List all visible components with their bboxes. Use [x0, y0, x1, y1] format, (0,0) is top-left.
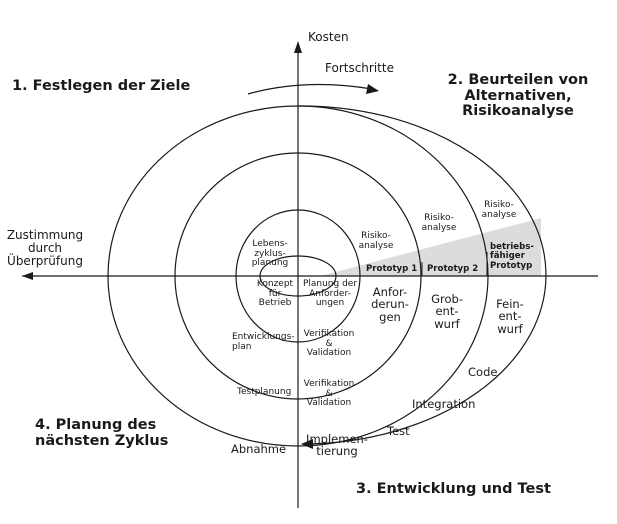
- spiral-outer-arrowhead: [301, 439, 313, 449]
- detailed-design-label: Fein- ent- wurf: [496, 297, 524, 336]
- test-planning-label: Testplanung: [237, 387, 292, 397]
- spiral-ring-2: [235, 209, 361, 343]
- progress-arrowhead: [366, 84, 379, 94]
- lifecycle-planning-label: Lebens- zyklus- planung: [251, 239, 289, 269]
- risk-wedge: [320, 218, 541, 276]
- integration-label: Integration: [412, 397, 476, 411]
- axis-label-approval: Zustimmung durch Überprüfung: [6, 228, 84, 268]
- quadrant-4-title: 4. Planung des nächsten Zyklus: [35, 417, 169, 449]
- operation-concept-label: Konzept für Betrieb: [256, 279, 294, 309]
- quadrant-3-title: 3. Entwicklung und Test: [356, 481, 551, 497]
- horizontal-axis-arrow: [22, 272, 33, 280]
- quadrant-1-title: 1. Festlegen der Ziele: [12, 78, 191, 94]
- prototype-2-label: Prototyp 2: [427, 264, 479, 274]
- progress-label: Fortschritte: [325, 61, 394, 75]
- verification-validation-label-1: Verifikation & Validation: [303, 329, 355, 359]
- prototype-operational-label: betriebs- fähiger Prototyp: [490, 242, 534, 271]
- spiral-ring-3: [174, 152, 422, 400]
- test-label: Test: [387, 424, 410, 438]
- spiral-ring-1: [259, 255, 337, 297]
- risk-analysis-label-2: Risiko- analyse: [421, 213, 457, 233]
- code-label: Code: [468, 365, 498, 379]
- acceptance-label: Abnahme: [231, 442, 287, 456]
- progress-arrow: [247, 83, 373, 95]
- coarse-design-label: Grob- ent- wurf: [431, 292, 463, 331]
- vertical-axis-arrow: [294, 41, 302, 53]
- requirements-label: Anfor- derun- gen: [371, 285, 409, 324]
- axis-label-costs: Kosten: [308, 30, 349, 44]
- implementation-label: Implemen- tierung: [306, 432, 368, 459]
- verification-validation-label-2: Verifikation & Validation: [303, 379, 355, 409]
- requirements-planning-label: Planung der Anforder- ungen: [302, 279, 358, 309]
- risk-analysis-label-3: Risiko- analyse: [481, 200, 517, 220]
- risk-analysis-label-1: Risiko- analyse: [358, 231, 394, 251]
- prototype-1-label: Prototyp 1: [366, 264, 418, 274]
- quadrant-2-title: 2. Beurteilen von Alternativen, Risikoan…: [447, 72, 589, 120]
- spiral-outer-arc: [297, 105, 547, 445]
- development-plan-label: Entwicklungs- plan: [232, 332, 295, 352]
